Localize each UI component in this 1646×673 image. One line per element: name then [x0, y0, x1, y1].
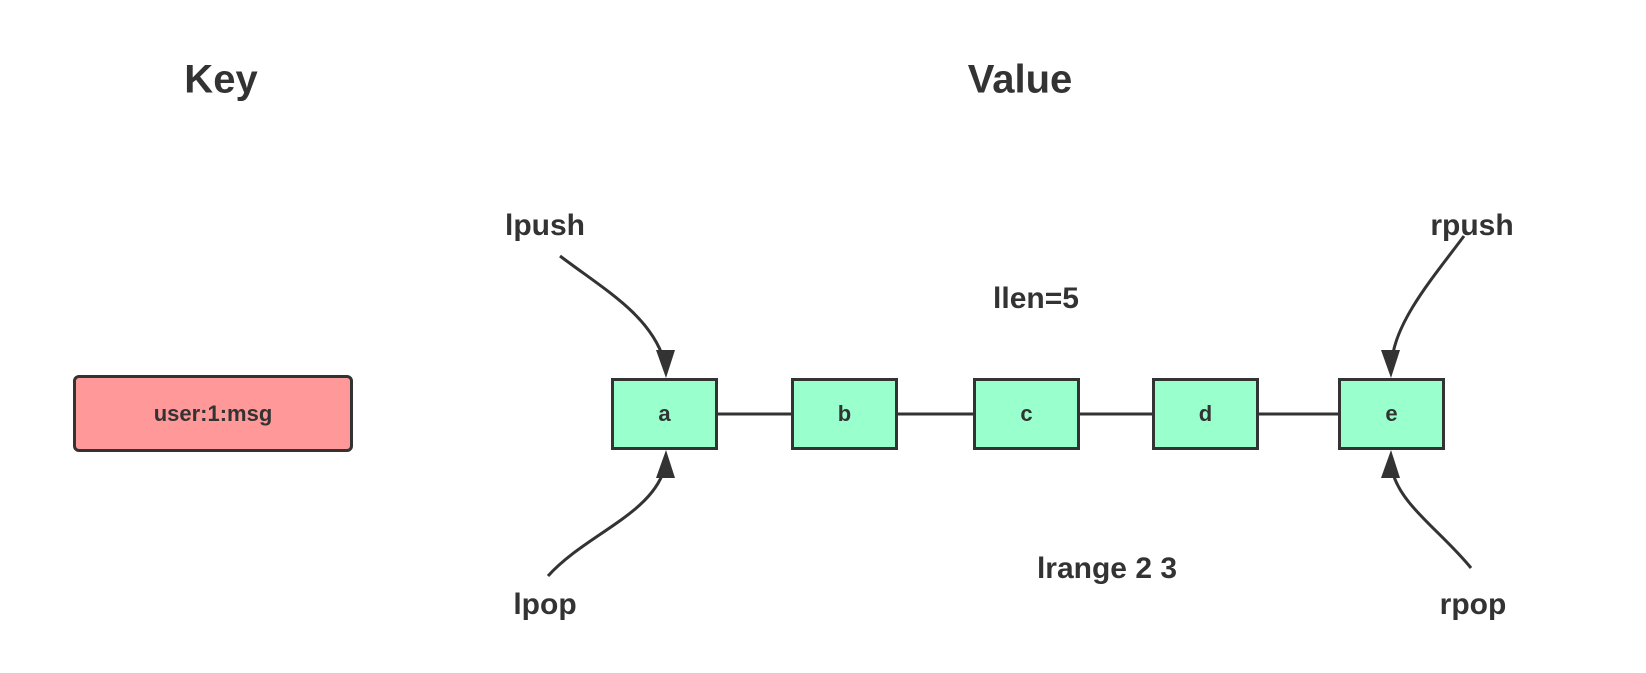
key-heading: Key [184, 57, 258, 102]
list-node-label: e [1385, 401, 1398, 426]
llen-label: llen=5 [993, 282, 1079, 315]
key-box: user:1:msg [73, 375, 353, 452]
rpush-arrowhead [1381, 350, 1400, 378]
list-node-label: b [837, 401, 852, 426]
list-node-e: e [1338, 378, 1445, 450]
list-node-label: d [1198, 401, 1213, 426]
list-node-d: d [1152, 378, 1259, 450]
key-box-label: user:1:msg [153, 400, 273, 426]
value-heading: Value [967, 57, 1073, 102]
lpush-label: lpush [505, 209, 585, 242]
rpop-label: rpop [1439, 588, 1507, 621]
lpop-label: lpop [513, 588, 577, 621]
list-node-label: a [658, 401, 671, 426]
rpush-label: rpush [1430, 209, 1514, 242]
lpop-arrowhead [656, 450, 675, 478]
rpush-arrow [1390, 235, 1466, 361]
list-node-b: b [791, 378, 898, 450]
lpop-arrow [546, 469, 666, 578]
rpop-arrow [1390, 469, 1473, 569]
list-node-label: c [1020, 401, 1033, 426]
list-node-c: c [973, 378, 1080, 450]
lpush-arrowhead [656, 350, 675, 378]
lpush-arrow [559, 254, 666, 361]
lrange-label: lrange 2 3 [1036, 552, 1178, 585]
rpop-arrowhead [1381, 450, 1400, 478]
list-node-a: a [611, 378, 718, 450]
